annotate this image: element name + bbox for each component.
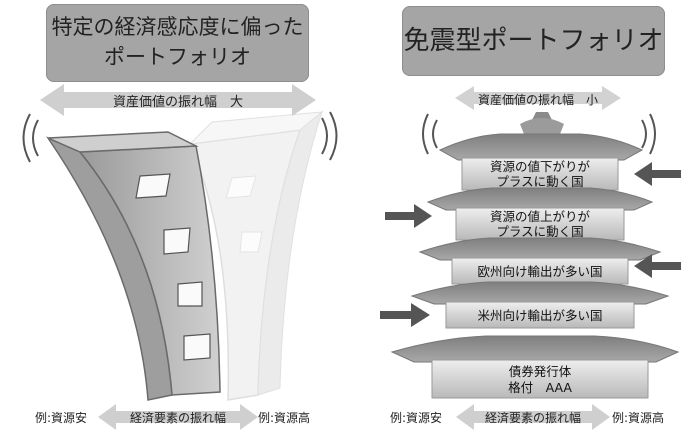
tier-3-label: 欧州向け輸出が多い国 (477, 264, 602, 279)
base-line2: 格付 AAA (508, 380, 572, 395)
tier-1-line2: プラスに動く国 (496, 174, 583, 189)
left-range-label: 資産価値の振れ幅 大 (113, 94, 243, 110)
left-title-box: 特定の経済感応度に偏った ポートフォリオ (46, 4, 309, 82)
pagoda-tier-2: 資源の値上がりが プラスに動く国 (426, 187, 654, 241)
left-ghost-building (188, 110, 324, 401)
left-bent-building (45, 131, 221, 401)
base-line1: 債券発行体 (509, 364, 572, 379)
right-bottom-left-label: 例:資源安 (390, 410, 442, 425)
left-range-arrow (40, 84, 316, 116)
force-arrow-right-1 (634, 162, 681, 186)
tier-1-line1: 資源の値下がりが (490, 159, 591, 174)
force-arrow-right-3 (634, 254, 681, 278)
pagoda-tier-4: 米州向け輸出が多い国 (410, 281, 670, 329)
tier-2-line1: 資源の値上がりが (490, 209, 591, 224)
right-bottom-right-label: 例:資源高 (612, 410, 664, 425)
left-bottom-arrow (98, 404, 258, 430)
pagoda-spire (520, 112, 564, 134)
window (177, 281, 203, 307)
right-bottom-center-label: 経済要素の振れ幅 (485, 410, 581, 425)
pagoda-tier-3: 欧州向け輸出が多い国 (418, 237, 662, 285)
force-arrow-left-2 (385, 204, 432, 228)
right-range-arrow (455, 86, 621, 110)
right-bottom-arrow (456, 404, 610, 430)
left-bottom-center-label: 経済要素の振れ幅 (130, 410, 226, 425)
pagoda-tier-1: 資源の値下がりが プラスに動く国 (438, 133, 644, 191)
left-bottom-right-label: 例:資源高 (258, 410, 310, 425)
left-title-line2: ポートフォリオ (104, 45, 251, 69)
force-arrow-left-4 (380, 303, 430, 327)
tier-2-line2: プラスに動く国 (496, 224, 583, 239)
left-bottom-left-label: 例:資源安 (35, 410, 87, 425)
right-title: 免震型ポートフォリオ (403, 26, 664, 56)
right-range-label: 資産価値の振れ幅 小 (478, 92, 598, 107)
window (183, 333, 211, 361)
window (163, 227, 191, 255)
left-title-line1: 特定の経済感応度に偏った (51, 15, 304, 39)
pagoda-base: 債券発行体 格付 AAA (390, 335, 680, 399)
window (135, 173, 171, 199)
right-vibration-marks (422, 113, 656, 155)
right-title-box: 免震型ポートフォリオ (402, 6, 665, 76)
tier-4-label: 米州向け輸出が多い国 (477, 308, 602, 323)
force-arrows (380, 162, 681, 327)
left-vibration-marks (22, 111, 338, 163)
